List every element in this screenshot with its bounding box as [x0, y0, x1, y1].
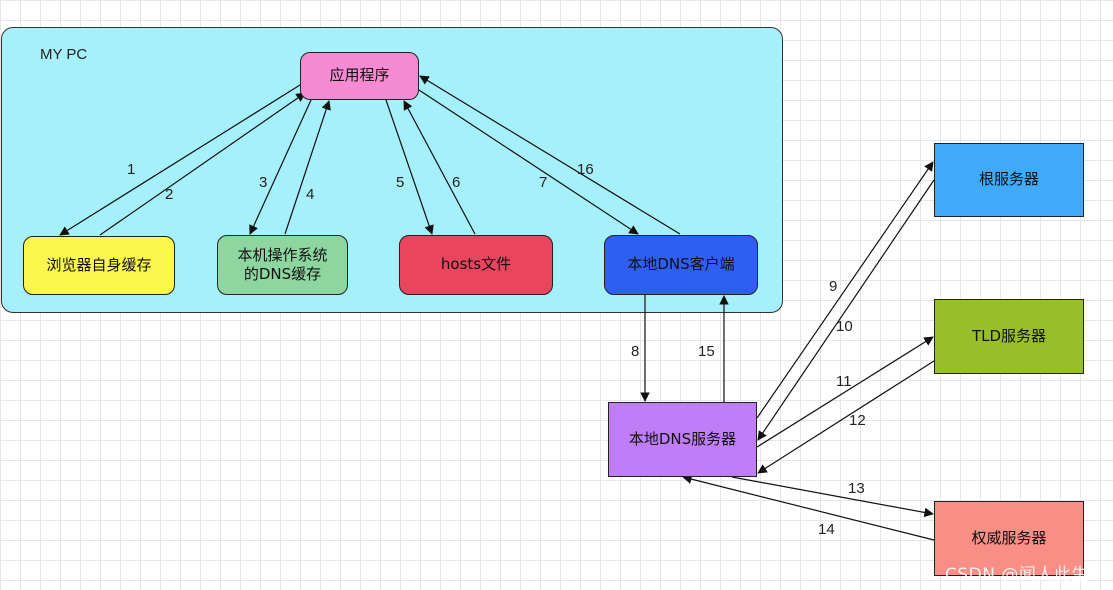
- node-authoritative-server-label: 权威服务器: [971, 528, 1047, 547]
- edge-label-10: 10: [836, 318, 853, 335]
- node-tld-server-label: TLD服务器: [971, 326, 1047, 345]
- edge-label-14: 14: [818, 521, 835, 538]
- node-local-dns-server-label: 本地DNS服务器: [628, 429, 737, 448]
- edge-auth-to-local: [682, 474, 935, 541]
- edge-root-to-local: [757, 179, 935, 441]
- edge-os-to-app: [284, 100, 331, 235]
- node-application-label: 应用程序: [329, 66, 390, 85]
- node-root-server-label: 根服务器: [978, 170, 1039, 189]
- node-root-server: 根服务器: [934, 143, 1084, 217]
- edge-label-12: 12: [849, 412, 866, 429]
- edge-browser-to-app: [99, 92, 306, 236]
- edge-label-6: 6: [452, 174, 460, 191]
- node-os-dns-cache-label-line1: 本机操作系统: [237, 245, 328, 264]
- edge-label-2: 2: [165, 186, 173, 203]
- edge-hosts-to-app: [403, 100, 476, 235]
- node-os-dns-cache-label-line2: 的DNS缓存: [243, 265, 322, 283]
- edge-label-13: 13: [848, 480, 865, 497]
- edge-app-to-client: [418, 89, 639, 235]
- edge-local-to-root: [756, 161, 934, 419]
- node-authoritative-server: 权威服务器: [934, 501, 1084, 576]
- node-tld-server: TLD服务器: [934, 299, 1084, 374]
- node-hosts-file: hosts文件: [399, 235, 553, 295]
- edge-label-3: 3: [259, 174, 267, 191]
- edge-label-4: 4: [306, 186, 314, 203]
- edge-label-5: 5: [396, 174, 404, 191]
- edge-label-11: 11: [836, 373, 852, 390]
- node-browser-cache: 浏览器自身缓存: [23, 236, 175, 295]
- edge-local-to-auth: [731, 476, 934, 518]
- node-application: 应用程序: [300, 52, 419, 100]
- edge-label-7: 7: [539, 174, 547, 191]
- node-local-dns-client-label: 本地DNS客户端: [627, 255, 735, 274]
- edge-local-to-tld: [756, 336, 934, 448]
- my-pc-title: MY PC: [40, 46, 88, 63]
- node-local-dns-server: 本地DNS服务器: [608, 402, 757, 477]
- node-local-dns-client: 本地DNS客户端: [604, 235, 758, 295]
- watermark: CSDN @闻人此生: [945, 565, 1089, 585]
- node-os-dns-cache: 本机操作系统 的DNS缓存: [217, 235, 348, 295]
- edge-label-16: 16: [577, 161, 594, 178]
- edge-app-to-browser: [59, 84, 301, 236]
- edge-label-9: 9: [829, 278, 837, 295]
- edge-label-8: 8: [631, 343, 639, 360]
- edge-label-15: 15: [698, 343, 715, 360]
- edge-app-to-hosts: [385, 99, 434, 235]
- node-hosts-file-label: hosts文件: [440, 255, 512, 274]
- node-browser-cache-label: 浏览器自身缓存: [46, 255, 152, 274]
- edge-client-to-app: [419, 75, 681, 235]
- edge-app-to-os: [249, 99, 312, 235]
- edge-label-1: 1: [127, 161, 135, 178]
- edge-tld-to-local: [757, 360, 935, 474]
